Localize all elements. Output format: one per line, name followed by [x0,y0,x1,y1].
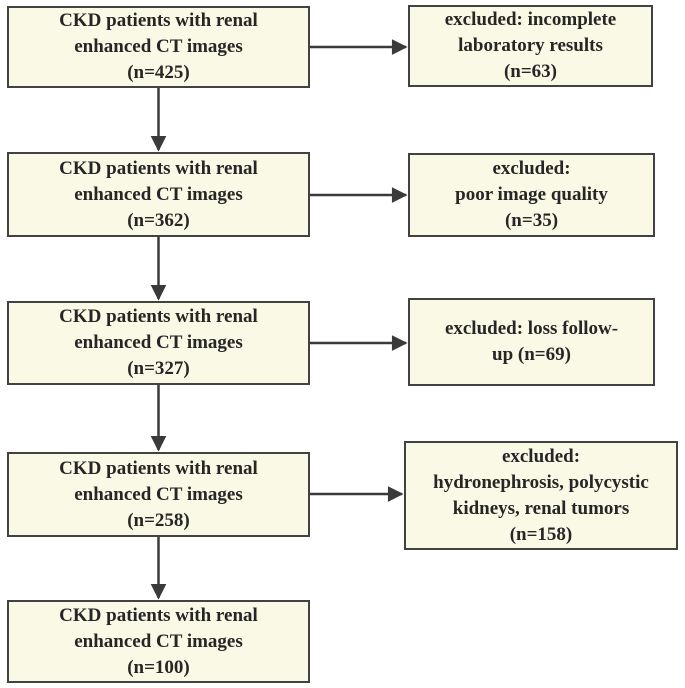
flow-box-stage-1-text: CKD patients with renal enhanced CT imag… [59,10,258,83]
flow-box-stage-5: CKD patients with renal enhanced CT imag… [7,600,310,683]
flow-box-excluded-4: excluded: hydronephrosis, polycystic kid… [404,441,678,550]
flow-box-stage-1: CKD patients with renal enhanced CT imag… [7,6,310,88]
flow-box-stage-4: CKD patients with renal enhanced CT imag… [7,452,310,537]
flow-box-stage-5-text: CKD patients with renal enhanced CT imag… [59,604,258,678]
flow-box-excluded-1: excluded: incomplete laboratory results … [408,5,653,87]
flow-box-stage-3-text: CKD patients with renal enhanced CT imag… [59,306,258,379]
flow-box-excluded-3: excluded: loss follow- up (n=69) [408,298,655,386]
flow-box-excluded-1-text: excluded: incomplete laboratory results … [444,9,617,82]
flow-box-excluded-3-text: excluded: loss follow- up (n=69) [444,318,619,365]
flow-box-stage-2-text: CKD patients with renal enhanced CT imag… [59,157,258,231]
flow-box-excluded-4-text: excluded: hydronephrosis, polycystic kid… [433,445,649,545]
flow-box-excluded-2: excluded: poor image quality (n=35) [408,153,655,237]
flow-box-stage-3: CKD patients with renal enhanced CT imag… [7,301,310,385]
flow-box-stage-4-text: CKD patients with renal enhanced CT imag… [59,457,258,531]
flow-box-stage-2: CKD patients with renal enhanced CT imag… [7,152,310,237]
flow-box-excluded-2-text: excluded: poor image quality (n=35) [455,158,608,231]
